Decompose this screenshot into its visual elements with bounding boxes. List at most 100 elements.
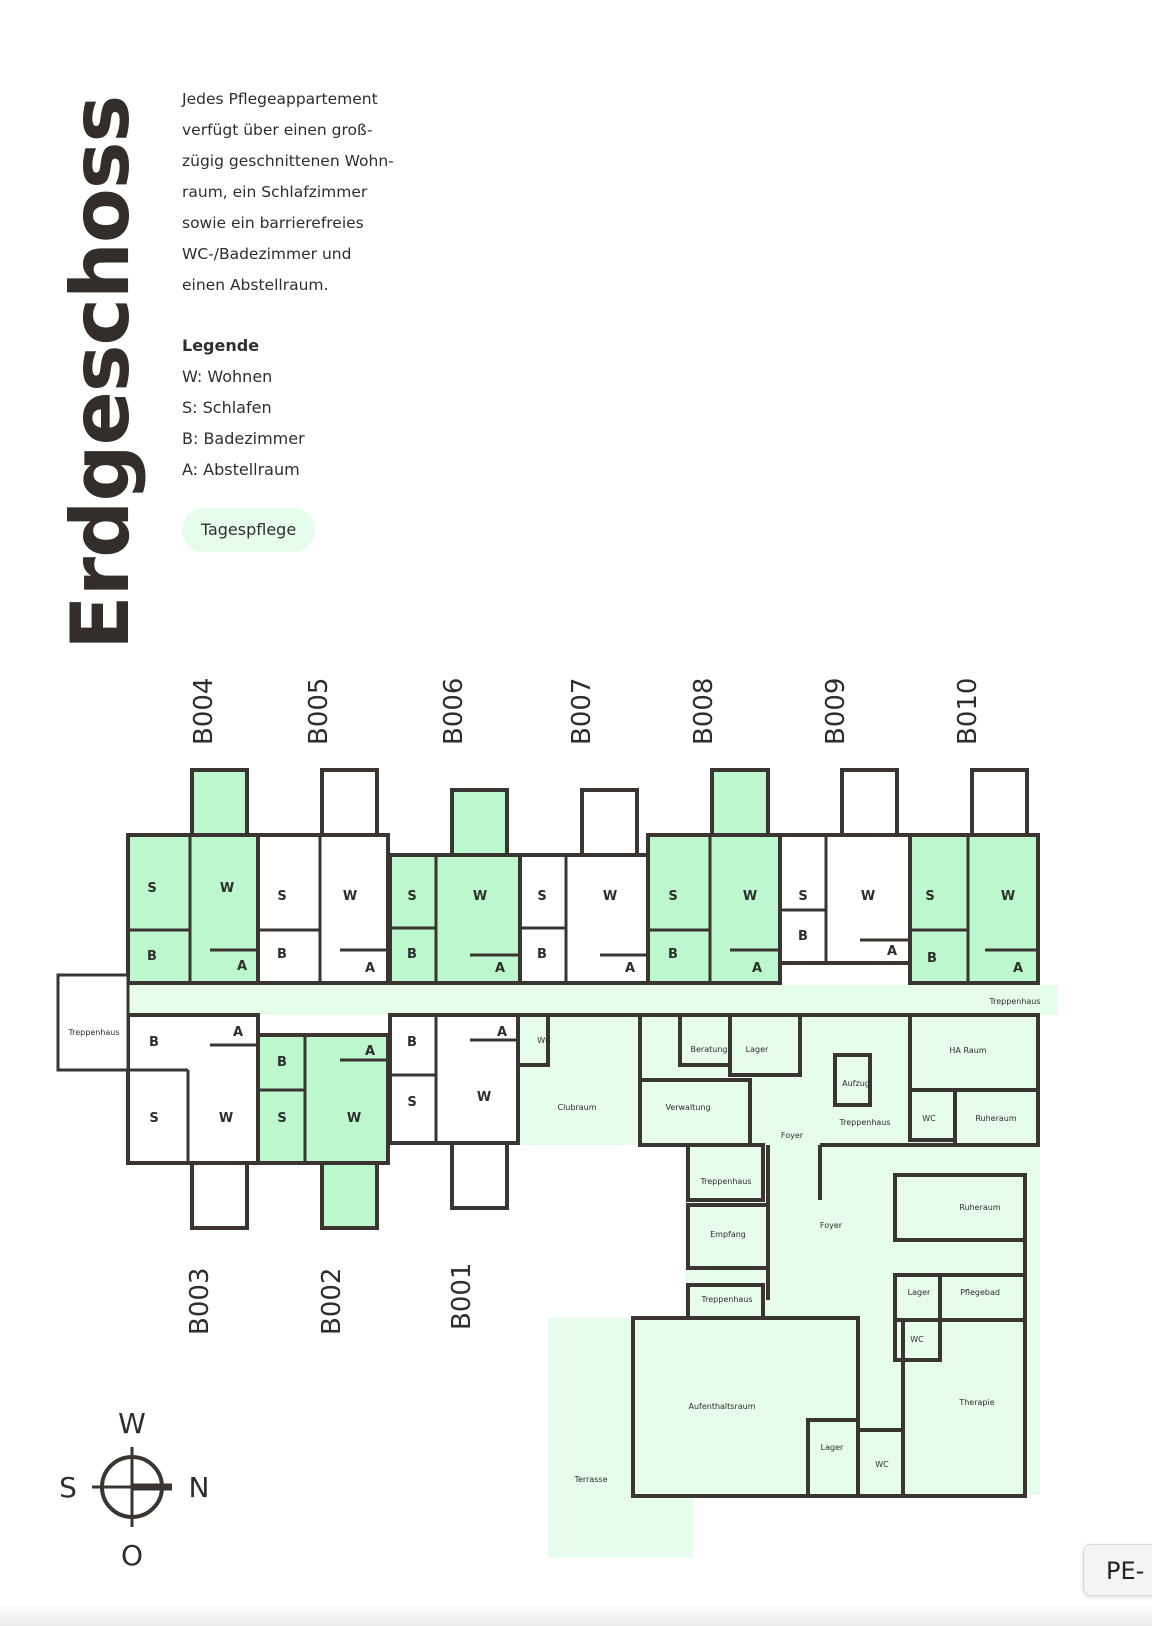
room-code: S: [407, 1095, 416, 1110]
room-therapie: Therapie: [958, 1398, 994, 1407]
room-code: W: [347, 1111, 361, 1126]
compass-label: S: [59, 1471, 77, 1504]
description-line: WC-/Badezimmer und: [182, 245, 352, 263]
legend-item: A: Abstellraum: [182, 460, 300, 479]
room-code: W: [219, 1111, 233, 1126]
legend-item: B: Badezimmer: [182, 429, 305, 448]
room-code: W: [861, 889, 875, 904]
room-treppenhaus: Treppenhaus: [699, 1177, 751, 1186]
room-beratung: Beratung: [691, 1045, 728, 1054]
room-code: B: [277, 1055, 287, 1070]
room-treppenhaus-west: [56, 973, 130, 1072]
compass-label: N: [189, 1471, 210, 1504]
unit-label: B007: [567, 678, 597, 745]
legend: Legende W: Wohnen S: Schlafen B: Badezim…: [182, 330, 305, 485]
room-code: B: [537, 947, 547, 962]
description-line: verfügt über einen groß-: [182, 121, 373, 139]
legend-item: S: Schlafen: [182, 398, 272, 417]
apartment-b001[interactable]: [388, 1013, 520, 1210]
legend-item: W: Wohnen: [182, 367, 273, 386]
room-code: W: [343, 889, 357, 904]
unit-label: B004: [189, 678, 219, 745]
room-code: S: [798, 889, 807, 904]
unit-label: B009: [821, 678, 851, 745]
apartment-b009[interactable]: [778, 768, 912, 965]
room-ruheraum: Ruheraum: [959, 1203, 1001, 1212]
room-aufzug: Aufzug: [842, 1079, 870, 1088]
room-terrasse: Terrasse: [573, 1475, 607, 1484]
room-code: A: [237, 959, 247, 974]
apartment-b002[interactable]: [256, 1033, 390, 1230]
unit-label: B002: [317, 1268, 347, 1335]
description-line: zügig geschnittenen Wohn-: [182, 152, 394, 170]
room-code: S: [277, 1111, 286, 1126]
unit-label: B003: [185, 1268, 215, 1335]
unit-labels-bottom: B003 B002 B001: [185, 1263, 477, 1335]
room-lager: Lager: [746, 1045, 769, 1054]
room-wc: WC: [875, 1460, 889, 1469]
room-code: A: [497, 1025, 507, 1040]
apartment-b005[interactable]: [256, 768, 390, 985]
unit-label: B005: [304, 678, 334, 745]
room-wc: WC: [537, 1036, 551, 1045]
room-code: W: [743, 889, 757, 904]
room-lager: Lager: [908, 1288, 931, 1297]
room-foyer: Foyer: [820, 1221, 843, 1230]
room-code: W: [473, 889, 487, 904]
unit-label: B006: [439, 678, 469, 745]
room-code: S: [925, 889, 934, 904]
room-code: B: [407, 1035, 417, 1050]
bottom-edge: [0, 1606, 1152, 1626]
room-code: B: [277, 947, 287, 962]
room-treppenhaus: Treppenhaus: [700, 1295, 752, 1304]
legend-heading: Legende: [182, 336, 260, 355]
room-lager: Lager: [821, 1443, 844, 1452]
room-code: A: [233, 1025, 243, 1040]
room-empfang: Empfang: [710, 1230, 746, 1239]
room-code: W: [1001, 889, 1015, 904]
room-code: S: [537, 889, 546, 904]
room-code: W: [220, 881, 234, 896]
room-code: B: [798, 929, 808, 944]
unit-labels-top: B004 B005 B006 B007 B008 B009 B010: [189, 678, 983, 745]
room-code: B: [147, 949, 157, 964]
description-line: sowie ein barrierefreies: [182, 214, 364, 232]
apartment-b010[interactable]: [908, 768, 1040, 985]
room-code: B: [407, 947, 417, 962]
apartment-b006[interactable]: [388, 788, 522, 985]
room-code: A: [1013, 961, 1023, 976]
apartment-b004[interactable]: [126, 768, 260, 985]
compass-label: W: [118, 1407, 146, 1440]
room-verwaltung: Verwaltung: [665, 1103, 710, 1112]
description-line: Jedes Pflegeappartement: [182, 90, 378, 108]
compass-label: O: [121, 1539, 143, 1572]
description-line: einen Abstellraum.: [182, 276, 329, 294]
description-line: raum, ein Schlafzimmer: [182, 183, 368, 201]
room-code: A: [625, 961, 635, 976]
compass-rose-icon: [92, 1447, 172, 1527]
room-code: S: [668, 889, 677, 904]
room-code: S: [149, 1111, 158, 1126]
apartment-b008[interactable]: [646, 768, 782, 985]
page-tab[interactable]: PE-: [1083, 1544, 1152, 1596]
compass: W S N O: [59, 1407, 209, 1572]
apartment-b003[interactable]: [126, 1013, 260, 1230]
room-code: A: [887, 944, 897, 959]
room-code: S: [277, 889, 286, 904]
room-code: B: [668, 947, 678, 962]
room-code: A: [365, 961, 375, 976]
room-ruheraum: Ruheraum: [975, 1114, 1017, 1123]
room-aufenthaltsraum: Aufenthaltsraum: [688, 1402, 755, 1411]
tagespflege-area: [128, 985, 1058, 1558]
room-ha-raum: HA Raum: [949, 1046, 986, 1055]
tagespflege-badge: Tagespflege: [182, 508, 315, 552]
tagespflege-walls: [516, 1013, 1040, 1498]
room-treppenhaus: Treppenhaus: [988, 997, 1040, 1006]
room-code: S: [407, 889, 416, 904]
room-code: W: [603, 889, 617, 904]
apartment-b007[interactable]: [518, 788, 650, 985]
room-code: S: [147, 881, 156, 896]
room-wc: WC: [922, 1114, 936, 1123]
room-wc: WC: [910, 1335, 924, 1344]
